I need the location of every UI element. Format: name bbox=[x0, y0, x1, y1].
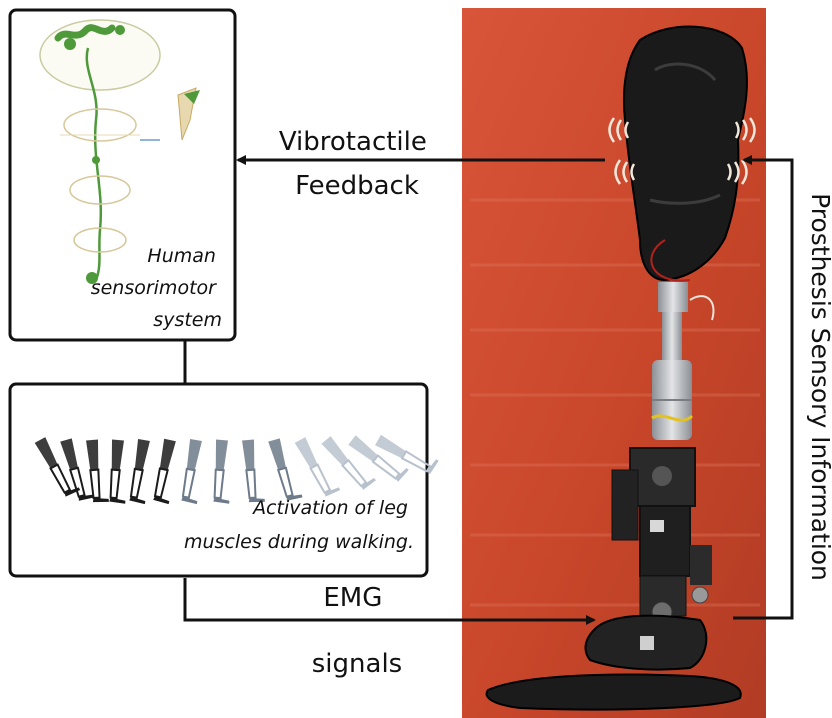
vibrotactile-feedback-label: Vibrotactile Feedback bbox=[279, 127, 435, 201]
walking-box: Activation of leg muscles during walking… bbox=[10, 384, 439, 576]
prosthesis-sensory-label: Prosthesis Sensory Information bbox=[806, 193, 832, 581]
sensorimotor-caption-line-2: sensorimotor bbox=[91, 277, 217, 299]
prosthetic-foot-blade bbox=[487, 675, 741, 710]
vibrotactile-label-line-1: Vibrotactile bbox=[279, 127, 427, 157]
prosthesis-photo bbox=[462, 8, 766, 718]
sensorimotor-box: Human sensorimotor system bbox=[10, 10, 235, 340]
actuator-motor bbox=[640, 506, 690, 576]
pylon-adapter bbox=[658, 282, 688, 312]
sensorimotor-caption-line-3: system bbox=[153, 309, 222, 331]
sensorimotor-caption-line-1: Human bbox=[147, 245, 216, 267]
vibrotactile-label-line-2: Feedback bbox=[295, 171, 419, 201]
emg-label-line-2: signals bbox=[312, 649, 402, 679]
emg-label-line-1: EMG bbox=[323, 583, 382, 613]
emg-signals-label: EMG signals bbox=[312, 583, 402, 679]
walking-caption-line-2: muscles during walking. bbox=[184, 531, 414, 553]
walking-caption-line-1: Activation of leg bbox=[251, 497, 408, 519]
